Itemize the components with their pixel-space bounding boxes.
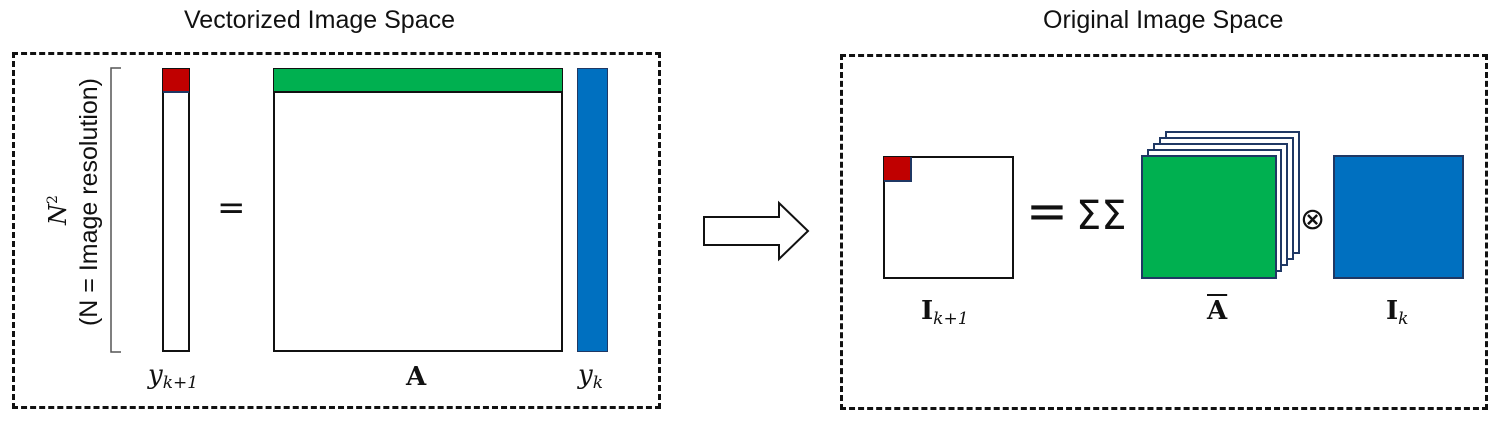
original-space-panel [840, 54, 1488, 410]
equals-sign-right: = [1026, 182, 1068, 240]
original-space-title: Original Image Space [1043, 6, 1284, 34]
y-k-vector [577, 68, 608, 352]
i-next-image [883, 156, 1014, 279]
kernel-a-bar [1141, 155, 1277, 279]
a-bar-label: A [1207, 296, 1228, 326]
i-k-image [1333, 155, 1464, 279]
resolution-note: (N = Image resolution) [75, 77, 103, 327]
y-next-label: yk+1 [148, 360, 199, 393]
matrix-a-row [274, 69, 562, 93]
y-k-label: yk [578, 360, 604, 393]
i-next-label: Ik+1 [921, 296, 969, 329]
vectorized-space-title: Vectorized Image Space [184, 6, 455, 34]
i-next-highlight-pixel [884, 157, 912, 182]
y-next-highlight-pixel [163, 69, 189, 93]
matrix-a [273, 68, 563, 352]
y-next-vector [162, 68, 190, 352]
i-k-label: Ik [1386, 296, 1409, 329]
matrix-a-label: A [406, 362, 427, 392]
transform-arrow [703, 200, 810, 262]
dimension-bracket [110, 67, 121, 353]
equals-sign-left: = [217, 188, 246, 228]
n-squared-label: N2 [44, 195, 72, 225]
vectorized-space-panel [12, 52, 661, 409]
convolution-symbol: ⊗ [1300, 202, 1326, 237]
double-sum-symbol: ΣΣ [1076, 193, 1127, 239]
